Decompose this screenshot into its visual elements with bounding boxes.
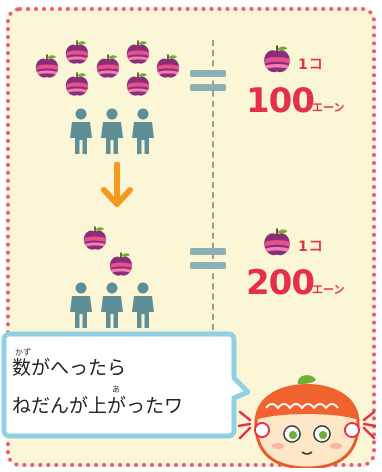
ruby-a: あ	[112, 385, 120, 394]
person-icon	[130, 108, 156, 154]
price-unit: エーン	[312, 101, 345, 114]
equals-sign	[190, 248, 226, 270]
tomato-mascot-character	[238, 375, 376, 468]
person-icon	[99, 282, 125, 328]
apple-icon	[155, 54, 181, 80]
apple-icon	[108, 252, 134, 278]
apple-icon	[64, 40, 90, 66]
apple-icon	[125, 40, 151, 66]
equals-sign	[190, 70, 226, 92]
count-label: 1コ	[298, 239, 324, 255]
apple-icon	[262, 45, 292, 75]
speech-bubble	[1, 331, 250, 439]
apple-icon	[64, 72, 90, 98]
speech-line-2: ねだんが上がったワ	[12, 395, 184, 417]
apple-icon	[82, 226, 108, 252]
count-label: 1コ	[298, 57, 324, 73]
apple-icon	[95, 54, 121, 80]
person-icon	[99, 108, 125, 154]
person-icon	[130, 282, 156, 328]
person-icon	[68, 282, 94, 328]
speech-line-1: 数がへったら	[12, 357, 127, 379]
center-divider	[212, 40, 214, 330]
down-arrow-icon	[101, 162, 133, 207]
price-value: 100	[246, 81, 315, 121]
apple-icon	[125, 72, 151, 98]
price-value: 200	[246, 263, 315, 303]
apple-icon	[262, 228, 292, 258]
price-unit: エーン	[312, 283, 345, 296]
ruby-kazu: かず	[15, 348, 31, 357]
person-icon	[68, 108, 94, 154]
apple-icon	[34, 54, 60, 80]
